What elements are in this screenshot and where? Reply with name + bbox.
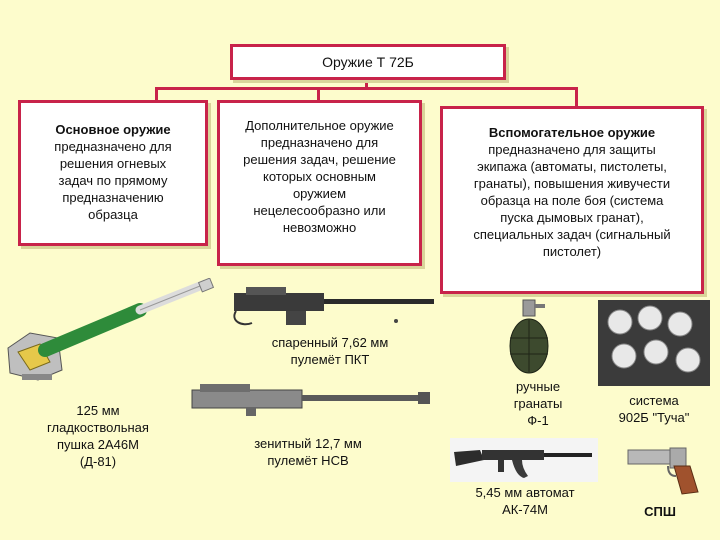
tucha-smoke-launcher-image bbox=[598, 300, 710, 386]
additional-weapon-line: оружием bbox=[220, 185, 419, 202]
title-box: Оружие Т 72Б bbox=[230, 44, 506, 80]
auxiliary-weapon-desc-line: предназначено для защиты bbox=[443, 141, 701, 158]
main-weapon-desc-line: предназначению bbox=[21, 189, 205, 206]
auxiliary-weapon-desc-line: специальных задач (сигнальный bbox=[443, 226, 701, 243]
pkt-caption-line: спаренный 7,62 мм bbox=[240, 334, 420, 351]
connector-horizontal bbox=[155, 87, 578, 90]
auxiliary-weapon-desc-line: пуска дымовых гранат), bbox=[443, 209, 701, 226]
auxiliary-weapon-desc-line: пистолет) bbox=[443, 243, 701, 260]
pkt-caption-line: пулемёт ПКТ bbox=[240, 351, 420, 368]
pkt-caption: спаренный 7,62 мм пулемёт ПКТ bbox=[240, 334, 420, 368]
ak-caption: 5,45 мм автомат АК-74М bbox=[440, 484, 610, 518]
gun-caption-line: гладкоствольная bbox=[18, 419, 178, 436]
nsv-machine-gun-image bbox=[186, 380, 436, 420]
tucha-caption-line: система bbox=[594, 392, 714, 409]
spsh-caption: СПШ bbox=[630, 503, 690, 520]
spsh-caption-line: СПШ bbox=[630, 503, 690, 520]
gun-caption: 125 мм гладкоствольная пушка 2А46М (Д-81… bbox=[18, 402, 178, 470]
auxiliary-weapon-desc-line: гранаты), повышения живучести bbox=[443, 175, 701, 192]
main-weapon-desc-line: решения огневых bbox=[21, 155, 205, 172]
auxiliary-weapon-heading: Вспомогательное оружие bbox=[443, 124, 701, 141]
nsv-caption-line: зенитный 12,7 мм bbox=[228, 435, 388, 452]
auxiliary-weapon-box: Вспомогательное оружие предназначено для… bbox=[440, 106, 704, 294]
additional-weapon-line: невозможно bbox=[220, 219, 419, 236]
additional-weapon-line: Дополнительное оружие bbox=[220, 117, 419, 134]
grenade-caption: ручные гранаты Ф-1 bbox=[498, 378, 578, 429]
main-weapon-heading: Основное оружие bbox=[21, 121, 205, 138]
additional-weapon-line: нецелесообразно или bbox=[220, 202, 419, 219]
ak-caption-line: АК-74М bbox=[440, 501, 610, 518]
gun-caption-line: пушка 2А46М bbox=[18, 436, 178, 453]
auxiliary-weapon-desc-line: образца на поле боя (система bbox=[443, 192, 701, 209]
ak74m-image bbox=[450, 438, 598, 482]
f1-grenade-image bbox=[505, 298, 553, 378]
main-weapon-box: Основное оружие предназначено для решени… bbox=[18, 100, 208, 246]
additional-weapon-box: Дополнительное оружие предназначено для … bbox=[217, 100, 422, 266]
additional-weapon-line: которых основным bbox=[220, 168, 419, 185]
page-title: Оружие Т 72Б bbox=[322, 54, 414, 70]
tucha-caption-line: 902Б "Туча" bbox=[594, 409, 714, 426]
gun-caption-line: (Д-81) bbox=[18, 453, 178, 470]
main-weapon-desc-line: предназначено для bbox=[21, 138, 205, 155]
additional-weapon-line: предназначено для bbox=[220, 134, 419, 151]
main-weapon-desc-line: образца bbox=[21, 206, 205, 223]
additional-weapon-line: решения задач, решение bbox=[220, 151, 419, 168]
main-weapon-desc-line: задач по прямому bbox=[21, 172, 205, 189]
nsv-caption-line: пулемёт НСВ bbox=[228, 452, 388, 469]
tucha-caption: система 902Б "Туча" bbox=[594, 392, 714, 426]
grenade-caption-line: гранаты bbox=[498, 395, 578, 412]
grenade-caption-line: ручные bbox=[498, 378, 578, 395]
auxiliary-weapon-desc-line: экипажа (автоматы, пистолеты, bbox=[443, 158, 701, 175]
ak-caption-line: 5,45 мм автомат bbox=[440, 484, 610, 501]
grenade-caption-line: Ф-1 bbox=[498, 412, 578, 429]
nsv-caption: зенитный 12,7 мм пулемёт НСВ bbox=[228, 435, 388, 469]
gun-caption-line: 125 мм bbox=[18, 402, 178, 419]
spsh-signal-pistol-image bbox=[624, 442, 704, 498]
pkt-machine-gun-image bbox=[226, 285, 442, 333]
